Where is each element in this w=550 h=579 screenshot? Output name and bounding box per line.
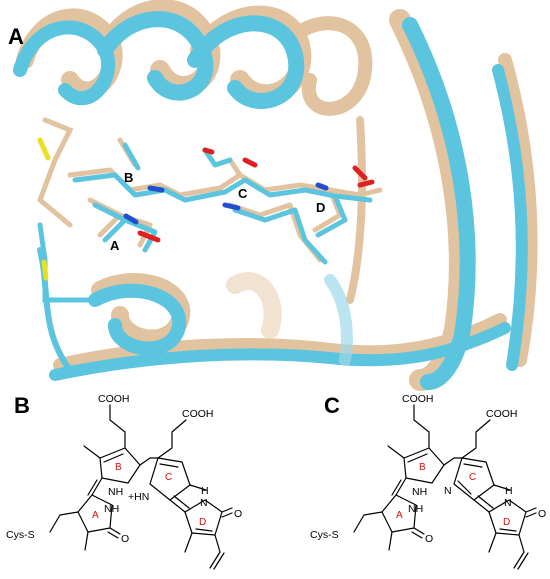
panel-c-o-a: O (425, 533, 433, 545)
cysteine-stick (37, 117, 98, 303)
panel-c-bonds (353, 404, 537, 570)
panel-a-ring-label-d: D (316, 200, 325, 215)
panel-b-ring-d: D (199, 517, 206, 528)
panel-a-ring-label-c: C (238, 186, 248, 201)
panel-c-n-d: N (504, 497, 512, 509)
panel-b-ring-a: A (92, 510, 99, 521)
panel-b-h-d: H (201, 485, 209, 497)
panel-b-bonds (49, 404, 233, 570)
panel-b-nh-c: +HN (128, 491, 149, 503)
panel-b-ring-b: B (115, 462, 122, 473)
panel-b-o-a: O (121, 533, 129, 545)
panel-b-o-d: O (234, 508, 242, 520)
panel-a-structure: A B C D A (8, 0, 538, 391)
panel-c-ring-b: B (419, 462, 426, 473)
panel-c-nh-b: NH (412, 486, 427, 498)
panel-a-ring-label-b: B (124, 170, 133, 185)
panel-c-ring-c: C (469, 472, 476, 483)
panel-b-n-d: N (200, 497, 208, 509)
panel-c-n-c: N (444, 485, 452, 497)
chromophore-sticks (67, 137, 383, 265)
panel-c-cys-s: Cys-S (310, 529, 339, 541)
panel-c-nh-a: NH (408, 503, 423, 515)
cyan-ribbon-structure (13, 11, 528, 390)
panel-b-letter: B (14, 393, 30, 418)
panel-b-nh-b: NH (108, 486, 123, 498)
panel-b-ring-c: C (165, 472, 172, 483)
panel-a-letter: A (8, 24, 24, 49)
panel-c-h-d: H (505, 485, 513, 497)
panel-c-cooh-2: COOH (486, 408, 518, 420)
panel-c-structure: C (310, 393, 546, 570)
panel-c-letter: C (324, 393, 340, 418)
panel-b-nh-a: NH (104, 503, 119, 515)
panel-c-ring-a: A (396, 510, 403, 521)
panel-a-ring-label-a: A (110, 238, 120, 253)
panel-c-cooh-1: COOH (402, 393, 434, 405)
panel-b-structure: B (6, 393, 242, 570)
panel-b-cooh-1: COOH (98, 393, 130, 405)
panel-b-cooh-2: COOH (182, 408, 214, 420)
panel-b-cys-s: Cys-S (6, 529, 35, 541)
panel-c-o-d: O (538, 508, 546, 520)
panel-c-ring-d: D (503, 517, 510, 528)
